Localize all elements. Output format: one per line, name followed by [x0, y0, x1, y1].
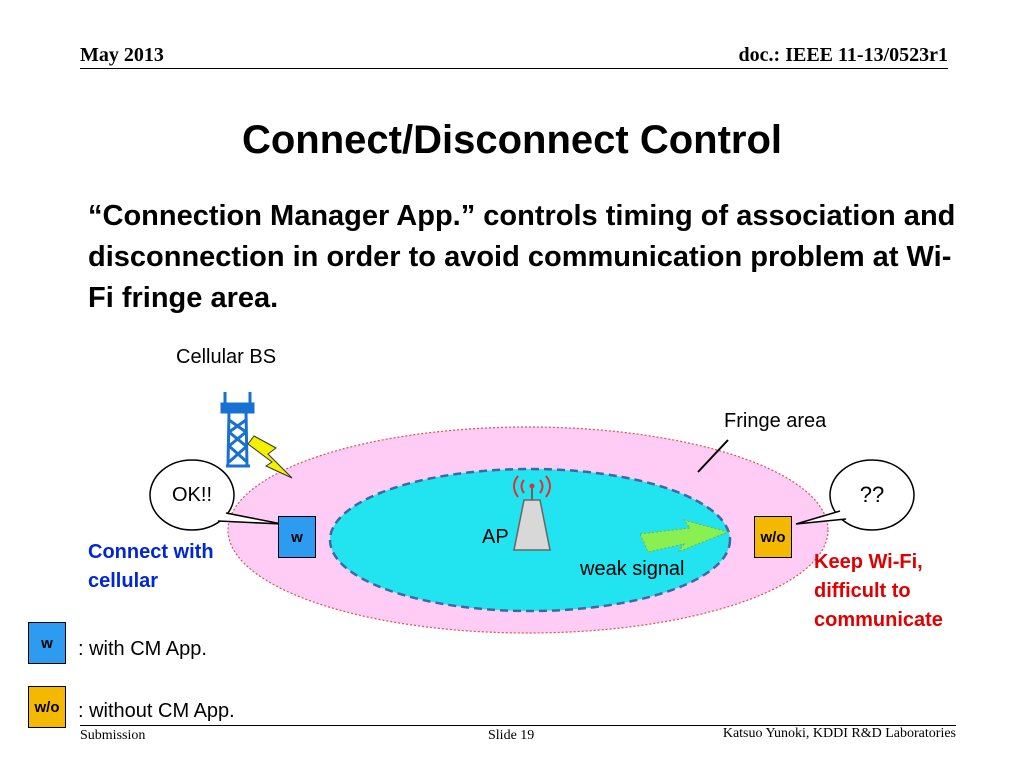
ok-bubble-text: OK!! — [171, 484, 212, 506]
fringe-area-label: Fringe area — [724, 410, 827, 432]
cell-tower-icon — [220, 392, 255, 468]
with-cm-app-device: w — [278, 516, 316, 558]
footer-rule — [80, 725, 956, 726]
legend-wo-box: w/o — [28, 686, 66, 728]
slide-title: Connect/Disconnect Control — [241, 118, 783, 162]
question-bubble-text: ?? — [859, 482, 885, 507]
weak-signal-bolt-icon — [639, 519, 730, 554]
cellular-bs-label: Cellular BS — [176, 346, 277, 368]
keep-wifi-text: Keep Wi-Fi, difficult to communicate — [814, 551, 943, 631]
question-speech-bubble — [829, 459, 915, 531]
legend-w-text: : with CM App. — [78, 638, 207, 660]
legend-w-box: w — [28, 622, 66, 664]
fringe-pointer-line — [697, 439, 729, 473]
header-rule — [80, 68, 948, 69]
slide-body-text: “Connection Manager App.” controls timin… — [88, 200, 956, 314]
footer-slide-number: Slide 19 — [488, 728, 535, 743]
connect-cellular-text: Connect with cellular — [88, 541, 214, 592]
footer-submission: Submission — [80, 728, 146, 743]
footer-author: Katsuo Yunoki, KDDI R&D Laboratories — [722, 726, 956, 741]
access-point-icon — [513, 475, 551, 551]
cellular-signal-bolt-icon — [247, 435, 293, 479]
without-cm-app-device: w/o — [754, 516, 792, 558]
legend-wo-text: : without CM App. — [78, 700, 235, 722]
header-doc-id: doc.: IEEE 11-13/0523r1 — [738, 44, 948, 66]
header-date: May 2013 — [80, 44, 164, 66]
ok-speech-bubble — [149, 459, 235, 531]
ap-label: AP — [482, 526, 509, 548]
weak-signal-label: weak signal — [580, 558, 685, 580]
